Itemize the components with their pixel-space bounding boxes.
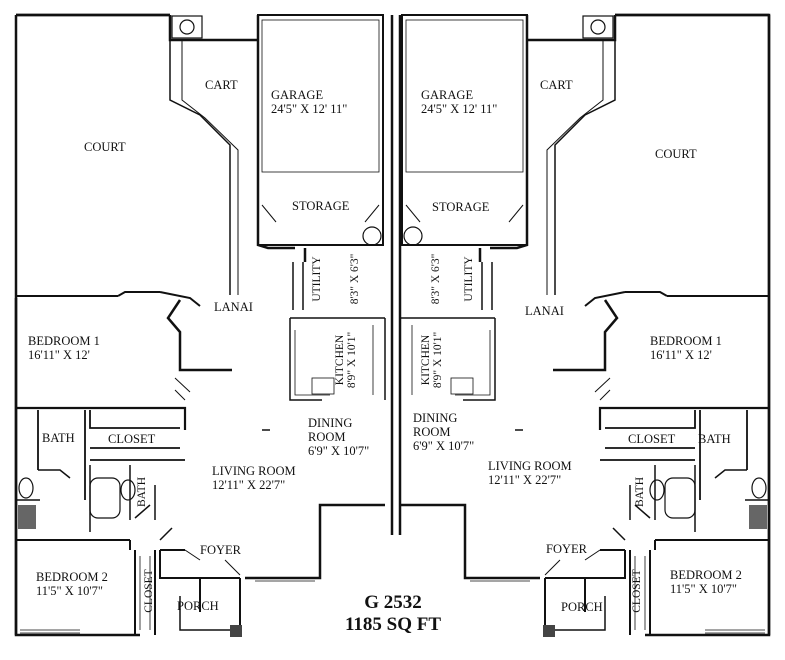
bedroom1-dims-left: 16'11" X 12' (28, 348, 90, 362)
dining-name2-right: ROOM (413, 425, 451, 439)
label-garage-right: GARAGE 24'5" X 12' 11" (421, 88, 497, 116)
bedroom2-dims-right: 11'5" X 10'7" (670, 582, 738, 596)
label-court-right: COURT (655, 147, 697, 161)
living-name-left: LIVING ROOM (212, 464, 296, 478)
label-bedroom1-left: BEDROOM 1 16'11" X 12' (28, 334, 100, 362)
label-storage-right: STORAGE (432, 200, 490, 214)
label-court-left: COURT (84, 140, 126, 154)
dining-name1-left: DINING (308, 416, 353, 430)
bedroom1-dims-right: 16'11" X 12' (650, 348, 712, 362)
label-cart-right: CART (540, 78, 573, 92)
label-garage-left: GARAGE 24'5" X 12' 11" (271, 88, 347, 116)
label-bedroom2-left: BEDROOM 2 11'5" X 10'7" (36, 570, 108, 598)
label-lanai-left: LANAI (214, 300, 253, 314)
dining-dims-left: 6'9" X 10'7" (308, 444, 370, 458)
plan-model: G 2532 (364, 592, 422, 613)
garage-dims-right: 24'5" X 12' 11" (421, 102, 498, 116)
bedroom2-name-left: BEDROOM 2 (36, 570, 108, 584)
label-storage-left: STORAGE (292, 199, 350, 213)
label-cart-left: CART (205, 78, 238, 92)
living-name-right: LIVING ROOM (488, 459, 572, 473)
label-bath-right: BATH (698, 432, 731, 446)
living-dims-right: 12'11" X 22'7" (488, 473, 562, 487)
bedroom1-name-left: BEDROOM 1 (28, 334, 100, 348)
label-lanai-right: LANAI (525, 304, 564, 318)
living-dims-left: 12'11" X 22'7" (212, 478, 286, 492)
label-closet2-right: CLOSET (631, 569, 643, 613)
plan-title: G 2532 1185 SQ FT (318, 592, 468, 636)
label-kitchen-right: KITCHEN 8'9" X 10'1" (420, 330, 444, 390)
label-living-right: LIVING ROOM 12'11" X 22'7" (488, 459, 572, 487)
label-porch-right: PORCH (561, 600, 603, 614)
garage-name-right: GARAGE (421, 88, 474, 102)
label-closet-left: CLOSET (108, 432, 156, 446)
dining-name1-right: DINING (413, 411, 458, 425)
label-dining-left: DINING ROOM 6'9" X 10'7" (308, 416, 369, 458)
label-bedroom1-right: BEDROOM 1 16'11" X 12' (650, 334, 722, 362)
kitchen-name-right: KITCHEN (420, 334, 432, 386)
label-porch-left: PORCH (177, 599, 219, 613)
bedroom1-name-right: BEDROOM 1 (650, 334, 722, 348)
dining-dims-right: 6'9" X 10'7" (413, 439, 475, 453)
dining-name2-left: ROOM (308, 430, 346, 444)
label-kitchen-left: KITCHEN 8'9" X 10'1" (334, 330, 358, 390)
label-living-left: LIVING ROOM 12'11" X 22'7" (212, 464, 296, 492)
bedroom2-dims-left: 11'5" X 10'7" (36, 584, 104, 598)
label-bath-left: BATH (42, 431, 75, 445)
label-closet-right: CLOSET (628, 432, 676, 446)
garage-name-left: GARAGE (271, 88, 324, 102)
label-utility-right: UTILITY (463, 256, 475, 302)
kitchen-dims-left: 8'9" X 10'1" (346, 331, 358, 389)
label-bedroom2-right: BEDROOM 2 11'5" X 10'7" (670, 568, 742, 596)
label-utility-dims-left: 8'3" X 6'3" (349, 253, 361, 305)
label-bath2-left: BATH (136, 476, 148, 508)
kitchen-name-left: KITCHEN (334, 334, 346, 386)
label-closet2-left: CLOSET (143, 569, 155, 613)
bedroom2-name-right: BEDROOM 2 (670, 568, 742, 582)
label-utility-left: UTILITY (311, 256, 323, 302)
kitchen-dims-right: 8'9" X 10'1" (432, 331, 444, 389)
label-utility-dims-right: 8'3" X 6'3" (430, 253, 442, 305)
label-foyer-left: FOYER (200, 543, 241, 557)
label-bath2-right: BATH (634, 476, 646, 508)
garage-dims-left: 24'5" X 12' 11" (271, 102, 348, 116)
plan-area: 1185 SQ FT (344, 614, 442, 635)
label-foyer-right: FOYER (546, 542, 587, 556)
label-dining-right: DINING ROOM 6'9" X 10'7" (413, 411, 474, 453)
